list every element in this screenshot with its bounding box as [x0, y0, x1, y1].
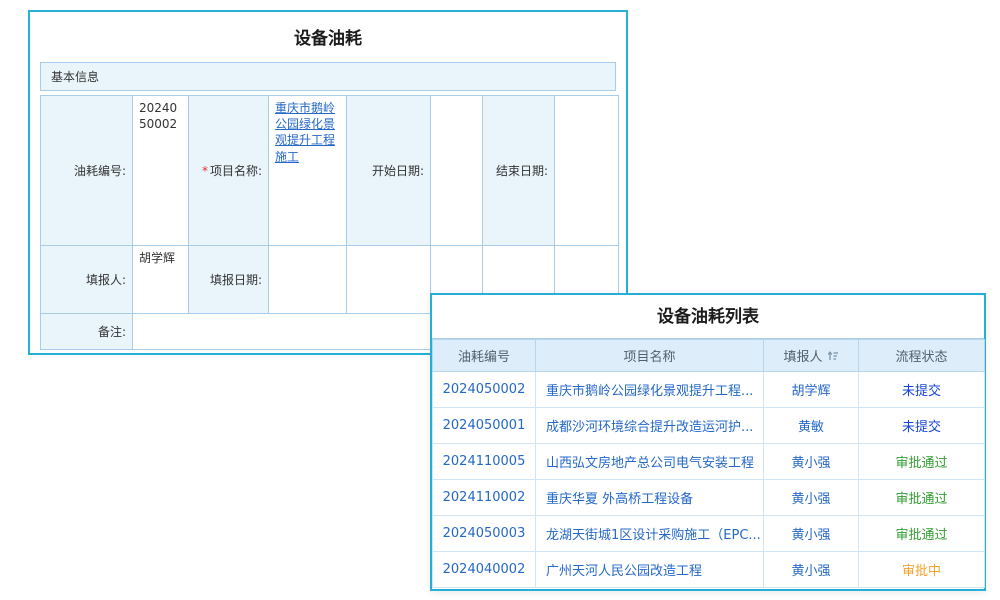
report-date-value[interactable] [268, 245, 347, 314]
reporter-label: 填报人: [40, 245, 133, 314]
reporter-cell: 黄小强 [763, 479, 859, 516]
status-badge: 审批通过 [895, 456, 948, 471]
project-link[interactable]: 重庆华夏 外高桥工程设备 [535, 479, 764, 516]
table-row: 2024040002 广州天河人民公园改造工程 黄小强 审批中 [432, 551, 985, 588]
start-date-value[interactable] [430, 95, 483, 246]
column-header-reporter[interactable]: 填报人 [763, 339, 859, 372]
basic-info-table: 油耗编号: 2024050002 *项目名称: 重庆市鹅岭公园绿化景观提升工程施… [40, 95, 619, 350]
project-link[interactable]: 龙湖天街城1区设计采购施工（EPC... [535, 515, 764, 552]
project-link[interactable]: 成都沙河环境综合提升改造运河护... [535, 407, 764, 444]
end-date-label: 结束日期: [482, 95, 555, 246]
reporter-cell: 黄小强 [763, 443, 859, 480]
required-asterisk: * [201, 164, 208, 178]
project-label: 项目名称: [209, 164, 262, 178]
status-cell: 未提交 [858, 371, 985, 408]
remark-label: 备注: [40, 313, 133, 350]
fuel-consumption-list-panel: 设备油耗列表 油耗编号 项目名称 填报人 流程状态 2024050002 重庆市… [430, 293, 986, 591]
fuel-consumption-form-panel: 设备油耗 基本信息 油耗编号: 2024050002 *项目名称: 重庆市鹅岭公… [28, 10, 628, 355]
reporter-cell: 胡学辉 [763, 371, 859, 408]
form-row-1: 油耗编号: 2024050002 *项目名称: 重庆市鹅岭公园绿化景观提升工程施… [40, 95, 619, 246]
fuel-no-cell[interactable]: 2024050002 [432, 371, 536, 408]
status-cell: 未提交 [858, 407, 985, 444]
fuel-no-value[interactable]: 2024050002 [132, 95, 189, 246]
column-header-status: 流程状态 [858, 339, 985, 372]
status-badge: 审批通过 [895, 492, 948, 507]
reporter-header-label: 填报人 [783, 349, 823, 365]
form-title: 设备油耗 [294, 29, 362, 49]
project-label-cell: *项目名称: [188, 95, 269, 246]
end-date-value[interactable] [554, 95, 619, 246]
table-header-row: 油耗编号 项目名称 填报人 流程状态 [432, 339, 985, 372]
status-cell: 审批通过 [858, 479, 985, 516]
table-row: 2024110002 重庆华夏 外高桥工程设备 黄小强 审批通过 [432, 479, 985, 516]
status-badge: 未提交 [901, 420, 941, 435]
section-header-basic-info: 基本信息 [40, 62, 616, 91]
project-link[interactable]: 重庆市鹅岭公园绿化景观提升工程施工 [275, 101, 336, 164]
fuel-no-cell[interactable]: 2024050001 [432, 407, 536, 444]
table-row: 2024110005 山西弘文房地产总公司电气安装工程 黄小强 审批通过 [432, 443, 985, 480]
reporter-cell: 黄小强 [763, 551, 859, 588]
form-row-2: 填报人: 胡学辉 填报日期: [40, 245, 619, 314]
reporter-cell: 黄敏 [763, 407, 859, 444]
fuel-no-label: 油耗编号: [40, 95, 133, 246]
fuel-consumption-table: 油耗编号 项目名称 填报人 流程状态 2024050002 重庆市鹅岭公园绿化景… [432, 339, 985, 588]
fuel-no-cell[interactable]: 2024040002 [432, 551, 536, 588]
table-row: 2024050001 成都沙河环境综合提升改造运河护... 黄敏 未提交 [432, 407, 985, 444]
project-value-cell: 重庆市鹅岭公园绿化景观提升工程施工 [268, 95, 347, 246]
report-date-label: 填报日期: [188, 245, 269, 314]
list-title: 设备油耗列表 [432, 295, 984, 339]
column-header-project: 项目名称 [535, 339, 764, 372]
status-badge: 审批中 [901, 564, 941, 579]
fuel-no-cell[interactable]: 2024110005 [432, 443, 536, 480]
project-link[interactable]: 山西弘文房地产总公司电气安装工程 [535, 443, 764, 480]
status-badge: 审批通过 [895, 528, 948, 543]
fuel-no-cell[interactable]: 2024050003 [432, 515, 536, 552]
table-row: 2024050003 龙湖天街城1区设计采购施工（EPC... 黄小强 审批通过 [432, 515, 985, 552]
project-link[interactable]: 广州天河人民公园改造工程 [535, 551, 764, 588]
reporter-value[interactable]: 胡学辉 [132, 245, 189, 314]
empty-cell [346, 245, 431, 314]
start-date-label: 开始日期: [346, 95, 431, 246]
table-row: 2024050002 重庆市鹅岭公园绿化景观提升工程... 胡学辉 未提交 [432, 371, 985, 408]
status-cell: 审批通过 [858, 515, 985, 552]
status-cell: 审批通过 [858, 443, 985, 480]
column-header-fuel-no: 油耗编号 [432, 339, 536, 372]
status-badge: 未提交 [901, 384, 941, 399]
reporter-cell: 黄小强 [763, 515, 859, 552]
sort-ascending-icon[interactable] [827, 350, 839, 366]
project-link[interactable]: 重庆市鹅岭公园绿化景观提升工程... [535, 371, 764, 408]
fuel-no-cell[interactable]: 2024110002 [432, 479, 536, 516]
status-cell: 审批中 [858, 551, 985, 588]
